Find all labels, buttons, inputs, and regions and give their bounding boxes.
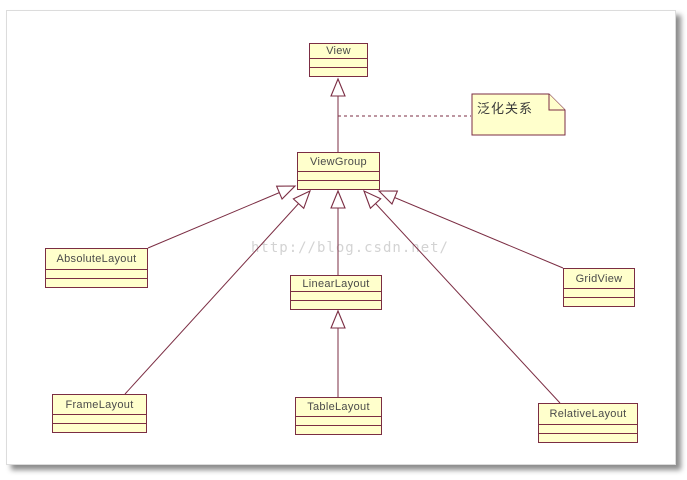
operations-compartment — [539, 433, 637, 442]
class-relativelayout: RelativeLayout — [538, 403, 638, 443]
class-tablelayout: TableLayout — [295, 397, 382, 435]
watermark-text: http://blog.csdn.net/ — [250, 240, 449, 256]
class-tablelayout-name: TableLayout — [307, 401, 370, 413]
class-viewgroup-name: ViewGroup — [310, 156, 367, 168]
class-view: View — [309, 43, 368, 77]
class-view-name: View — [326, 45, 351, 57]
operations-compartment — [310, 67, 367, 76]
operations-compartment — [46, 278, 147, 287]
class-linearlayout-name: LinearLayout — [302, 277, 370, 290]
attributes-compartment — [296, 416, 381, 425]
class-framelayout-name: FrameLayout — [65, 398, 134, 411]
operations-compartment — [53, 423, 146, 432]
operations-compartment — [296, 425, 381, 434]
attributes-compartment — [298, 171, 379, 180]
operations-compartment — [291, 300, 381, 309]
class-framelayout: FrameLayout — [52, 394, 147, 433]
class-absolutelayout: AbsoluteLayout — [45, 248, 148, 288]
note-text: 泛化关系 — [477, 101, 534, 116]
class-gridview-name: GridView — [575, 272, 623, 285]
attributes-compartment — [46, 269, 147, 278]
class-viewgroup: ViewGroup — [297, 152, 380, 190]
class-absolutelayout-name: AbsoluteLayout — [56, 253, 137, 265]
operations-compartment — [298, 180, 379, 189]
attributes-compartment — [291, 291, 381, 300]
class-relativelayout-name: RelativeLayout — [549, 408, 627, 420]
attributes-compartment — [539, 424, 637, 433]
class-linearlayout: LinearLayout — [290, 275, 382, 310]
attributes-compartment — [564, 288, 634, 297]
attributes-compartment — [53, 414, 146, 423]
operations-compartment — [564, 297, 634, 306]
class-gridview: GridView — [563, 268, 635, 307]
attributes-compartment — [310, 58, 367, 67]
